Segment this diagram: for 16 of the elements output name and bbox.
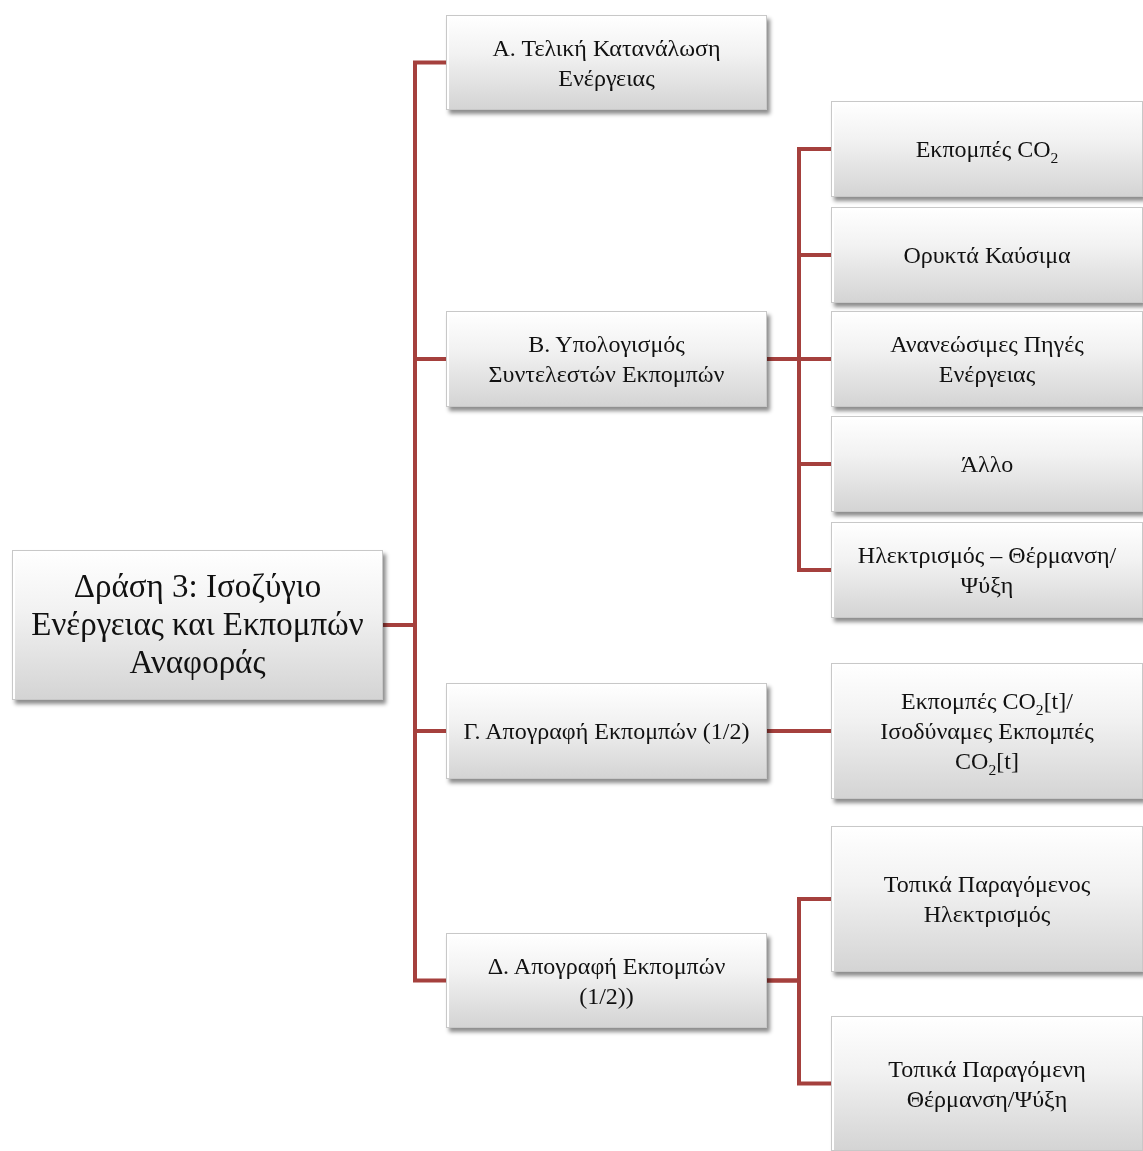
root-box: Δράση 3: Ισοζύγιο Ενέργειας και Εκπομπών Αναφοράς xyxy=(12,550,383,700)
category-box: Άλλο xyxy=(831,416,1143,512)
category-box: Τοπικά Παραγόμενος Ηλεκτρισμός xyxy=(831,826,1143,972)
category-box: Ανανεώσιμες Πηγές Ενέργειας xyxy=(831,311,1143,407)
category-box: Δ. Απογραφή Εκπομπών (1/2)) xyxy=(446,933,767,1028)
category-box: Β. Υπολογισμός Συντελεστών Εκπομπών xyxy=(446,311,767,407)
connector-line xyxy=(383,623,446,983)
category-box: Εκπομπές CO$_{2}$ xyxy=(831,101,1143,197)
category-box: Α. Τελική Κατανάλωση Ενέργειας xyxy=(446,15,767,110)
category-box: Εκπομπές CO$_{2}$[t]/Ισοδύναμες Εκπομπές CO$_{2}$[t] xyxy=(831,663,1143,799)
category-box: Γ. Απογραφή Εκπομπών (1/2) xyxy=(446,683,767,779)
connector-line xyxy=(767,729,831,733)
connector-line xyxy=(767,978,831,1086)
category-box: Ορυκτά Καύσιμα xyxy=(831,207,1143,303)
category-box: Τοπικά Παραγόμενη Θέρμανση/Ψύξη xyxy=(831,1016,1143,1151)
category-box: Ηλεκτρισμός – Θέρμανση/Ψύξη xyxy=(831,522,1143,618)
